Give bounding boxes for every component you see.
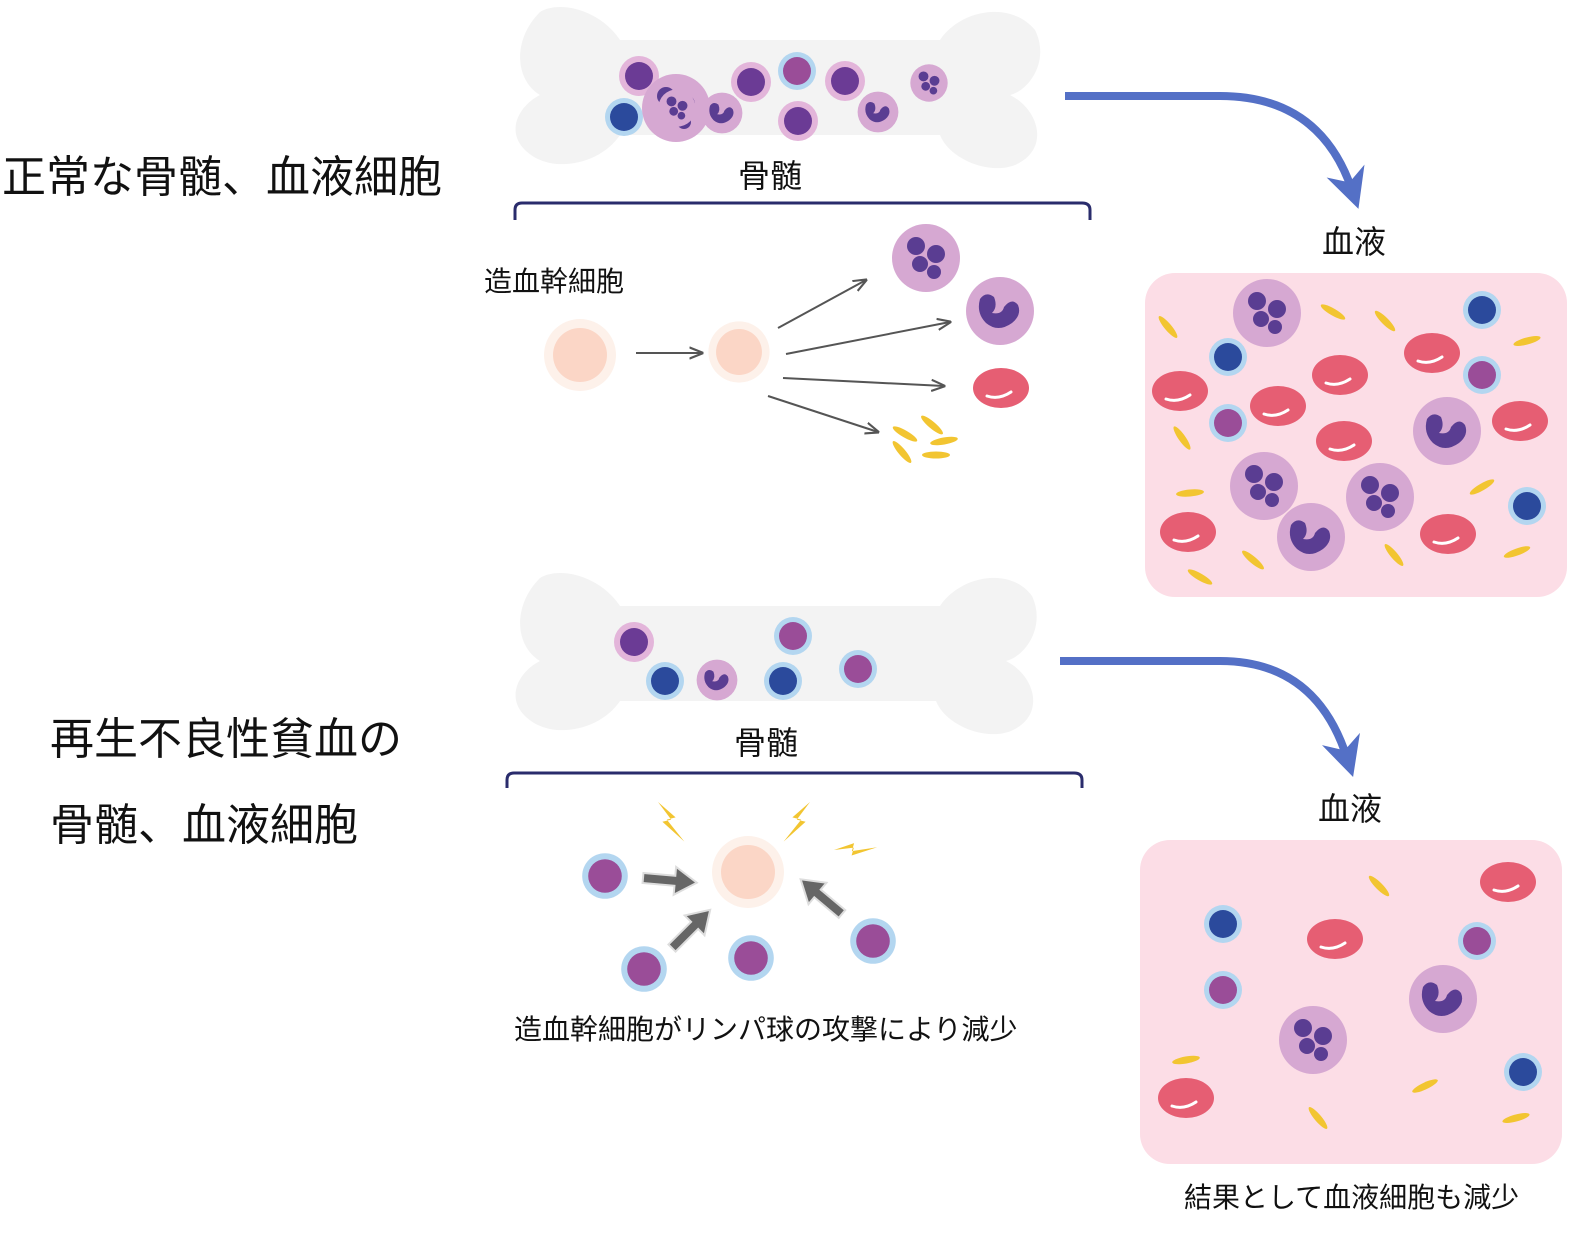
aplastic-flow-arrow <box>1060 657 1360 778</box>
normal-title: 正常な骨髄、血液細胞 <box>2 152 442 203</box>
normal-flow-arrow <box>1065 92 1365 209</box>
normal-blood-label: 血液 <box>1322 223 1387 261</box>
aplastic-blood-label: 血液 <box>1318 790 1383 828</box>
aplastic-blood-box <box>1140 840 1562 1164</box>
stem-cell-label: 造血幹細胞 <box>484 265 625 298</box>
normal-marrow-label: 骨髄 <box>738 157 803 195</box>
hematopoiesis-diagram <box>544 224 1034 465</box>
aplastic-marrow-label: 骨髄 <box>734 724 799 762</box>
normal-bone <box>515 7 1041 169</box>
aplastic-title-line1: 再生不良性貧血の <box>50 714 402 765</box>
normal-blood-box <box>1145 273 1567 597</box>
aplastic-title-line2: 骨髄、血液細胞 <box>50 800 358 851</box>
aplastic-bone <box>515 573 1037 735</box>
normal-bracket <box>513 201 1092 220</box>
result-caption: 結果として血液細胞も減少 <box>1184 1181 1520 1214</box>
aplastic-bracket <box>505 771 1084 788</box>
attack-caption: 造血幹細胞がリンパ球の攻撃により減少 <box>514 1013 1018 1046</box>
lymphocyte-attack-diagram <box>582 802 896 992</box>
